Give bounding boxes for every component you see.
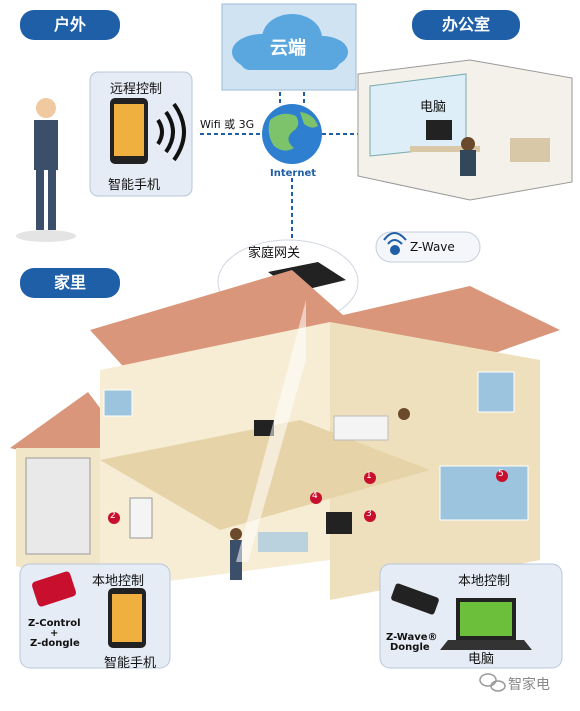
marker-1: 1 bbox=[366, 471, 372, 481]
zwave-dongle-icon bbox=[391, 583, 439, 615]
globe-icon bbox=[262, 104, 322, 164]
local-control-left-device: 智能手机 bbox=[104, 656, 157, 671]
local-control-left-title: 本地控制 bbox=[92, 574, 145, 589]
internet-label: Internet bbox=[270, 168, 317, 179]
marker-3: 3 bbox=[366, 509, 372, 519]
cloud-label: 云端 bbox=[270, 38, 306, 59]
dongle-right-line1: Z-Wave® bbox=[386, 632, 438, 643]
dongle-left-plus: + bbox=[50, 628, 59, 639]
outdoor-person bbox=[16, 98, 76, 242]
wireless-signal-icon bbox=[156, 102, 186, 162]
office-pc-label: 电脑 bbox=[420, 100, 447, 115]
dongle-right-line2: Dongle bbox=[390, 642, 430, 653]
watermark-label: 智家电 bbox=[508, 677, 550, 693]
marker-4: 4 bbox=[312, 491, 318, 501]
numbered-markers bbox=[108, 470, 508, 524]
gateway-beam bbox=[236, 300, 306, 562]
home-gateway-label: 家庭网关 bbox=[248, 246, 301, 261]
remote-control-device: 智能手机 bbox=[108, 178, 161, 193]
dongle-left-line2: Z-dongle bbox=[30, 638, 80, 649]
office-room bbox=[357, 59, 573, 201]
section-office: 办公室 bbox=[412, 10, 520, 40]
zwave-badge bbox=[375, 231, 481, 263]
cloud-icon bbox=[232, 14, 348, 70]
section-outdoor: 户外 bbox=[20, 10, 120, 40]
house-illustration bbox=[10, 270, 560, 600]
local-control-right-title: 本地控制 bbox=[458, 574, 511, 589]
dongle-left-line1: Z-Control bbox=[28, 618, 81, 629]
remote-control-title: 远程控制 bbox=[110, 82, 163, 97]
marker-5: 5 bbox=[498, 469, 504, 479]
section-home: 家里 bbox=[20, 268, 120, 298]
local-control-right-device: 电脑 bbox=[468, 652, 495, 667]
wifi-3g-label: Wifi 或 3G bbox=[200, 118, 255, 131]
z-control-dongle bbox=[32, 571, 76, 607]
office-monitor bbox=[426, 120, 452, 140]
marker-2: 2 bbox=[110, 511, 116, 521]
wechat-icon bbox=[479, 673, 506, 692]
zwave-badge-label: Z-Wave bbox=[410, 240, 455, 254]
